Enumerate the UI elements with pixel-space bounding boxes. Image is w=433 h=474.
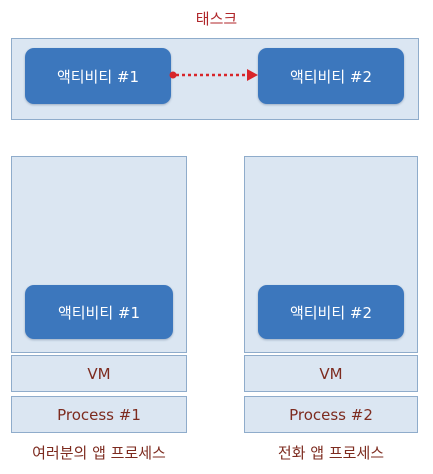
- arrow-start-dot: [169, 71, 177, 79]
- left-process-layer: Process #1: [11, 396, 187, 433]
- right-vm-layer: VM: [244, 355, 418, 392]
- task-title: 태스크: [195, 10, 238, 28]
- navigation-arrow: [169, 69, 258, 81]
- left-process-activity: 액티비티 #1: [25, 285, 173, 339]
- task-activity-1: 액티비티 #1: [25, 48, 171, 104]
- left-vm-layer: VM: [11, 355, 187, 392]
- right-process-activity: 액티비티 #2: [258, 285, 404, 339]
- right-process-layer: Process #2: [244, 396, 418, 433]
- arrowhead-icon: [247, 69, 258, 81]
- right-process-caption: 전화 앱 프로세스: [277, 444, 385, 462]
- left-process-caption: 여러분의 앱 프로세스: [32, 444, 166, 462]
- task-activity-2: 액티비티 #2: [258, 48, 404, 104]
